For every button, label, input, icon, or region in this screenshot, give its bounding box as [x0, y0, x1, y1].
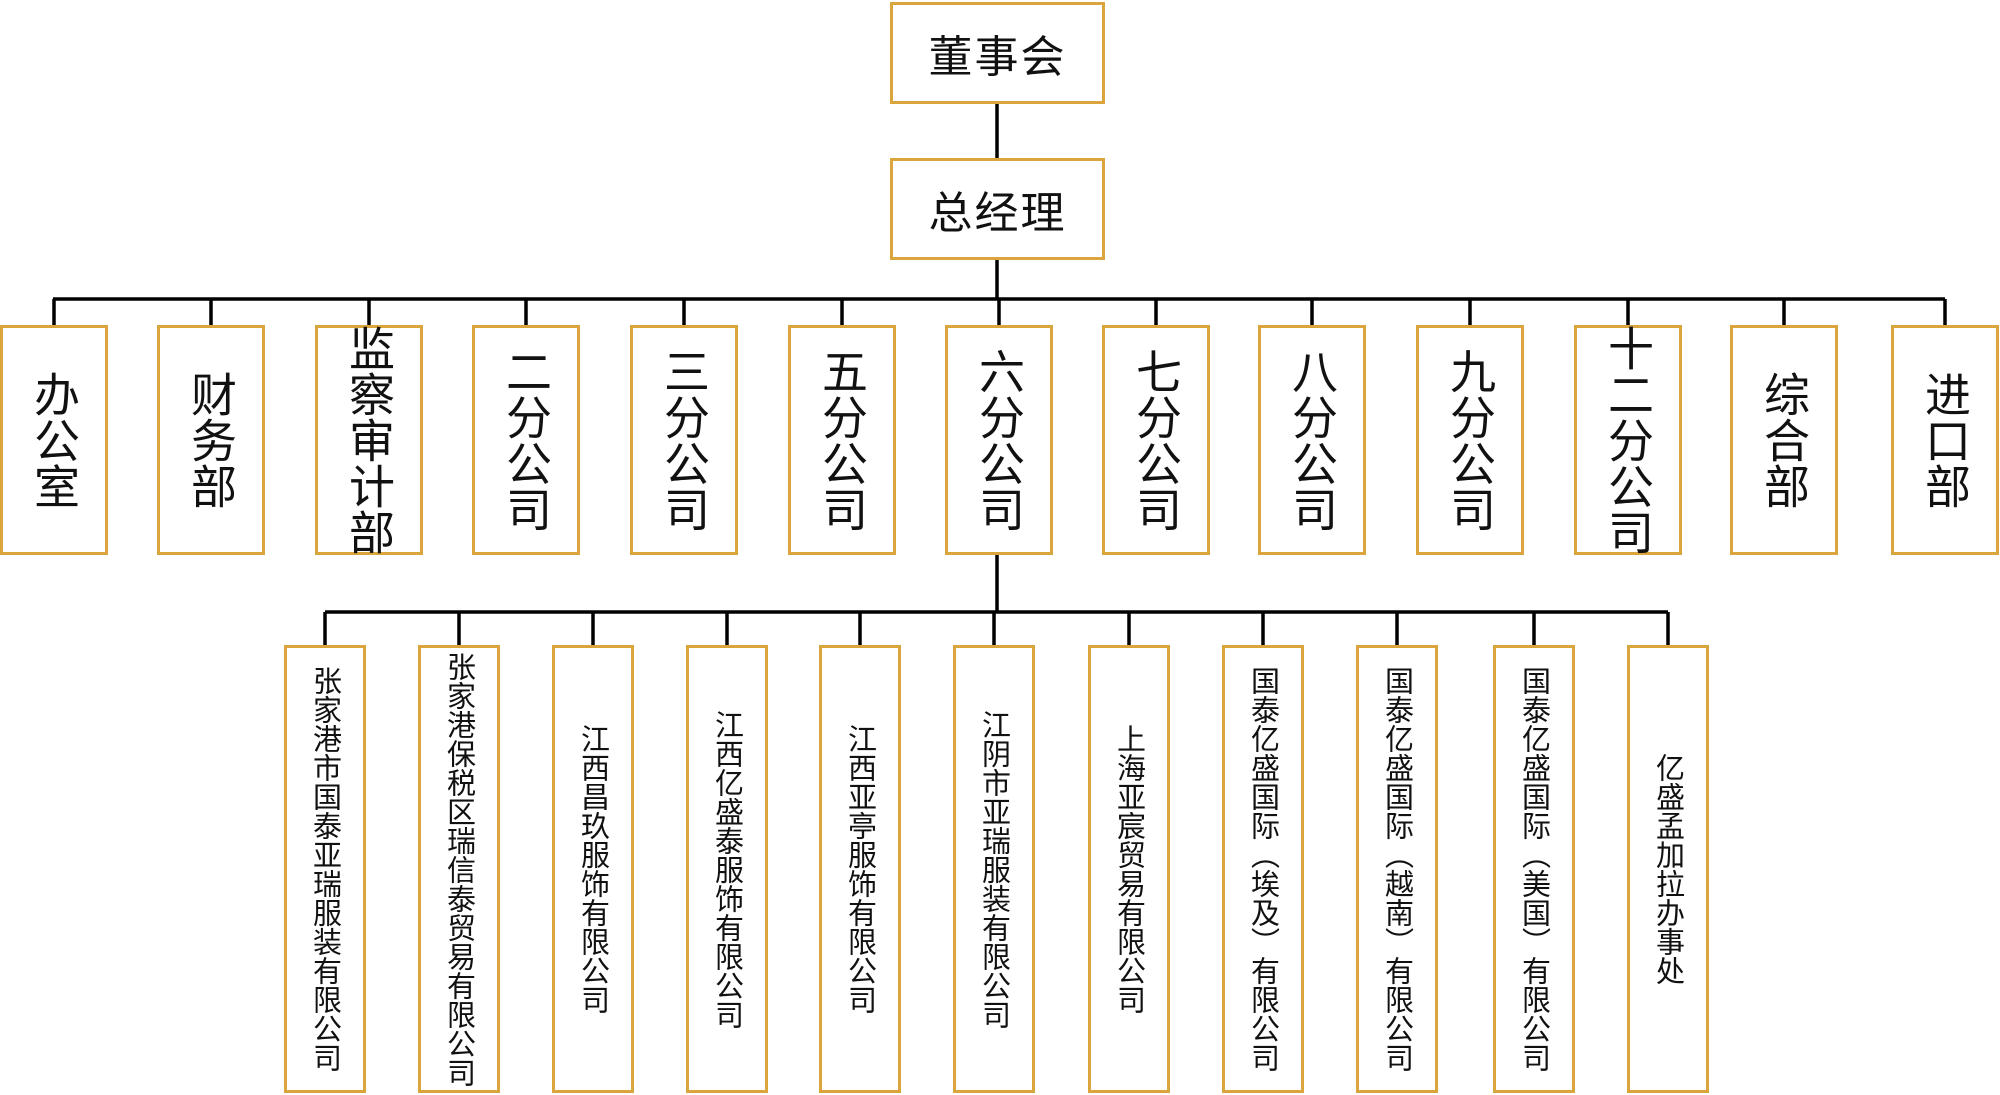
- subsidiary-label: 江西亿盛泰服饰有限公司: [710, 709, 745, 1029]
- dept-box-office: 办公室: [0, 325, 108, 555]
- subsidiary-box: 国泰亿盛国际（越南）有限公司: [1356, 645, 1438, 1093]
- subsidiary-label: 江阴市亚瑞服装有限公司: [977, 709, 1012, 1029]
- subsidiary-box: 张家港市国泰亚瑞服装有限公司: [284, 645, 366, 1093]
- dept-label: 财务部: [184, 371, 238, 509]
- dept-box-finance: 财务部: [157, 325, 265, 555]
- dept-box-branch-5: 五分公司: [788, 325, 896, 555]
- subsidiary-label: 国泰亿盛国际（越南）有限公司: [1380, 666, 1415, 1072]
- subsidiary-label: 张家港保税区瑞信泰贸易有限公司: [442, 651, 477, 1087]
- dept-label: 九分公司: [1443, 348, 1497, 532]
- subsidiary-label: 亿盛孟加拉办事处: [1651, 753, 1686, 985]
- general-manager-label: 总经理: [928, 188, 1067, 239]
- dept-box-branch-7: 七分公司: [1102, 325, 1210, 555]
- general-manager-box: 总经理: [890, 158, 1105, 260]
- dept-label: 八分公司: [1285, 348, 1339, 532]
- dept-label: 六分公司: [972, 348, 1026, 532]
- subsidiary-box: 江西昌玖服饰有限公司: [552, 645, 634, 1093]
- dept-label: 进口部: [1918, 371, 1972, 509]
- dept-label: 十二分公司: [1601, 325, 1655, 555]
- subsidiary-label: 江西昌玖服饰有限公司: [576, 724, 611, 1014]
- dept-box-general-affairs: 综合部: [1730, 325, 1838, 555]
- dept-box-import: 进口部: [1891, 325, 1999, 555]
- dept-box-branch-6: 六分公司: [945, 325, 1053, 555]
- dept-box-branch-12: 十二分公司: [1574, 325, 1682, 555]
- subsidiary-box: 江西亚亭服饰有限公司: [819, 645, 901, 1093]
- subsidiary-box: 江阴市亚瑞服装有限公司: [953, 645, 1035, 1093]
- dept-box-audit: 监察审计部: [315, 325, 423, 555]
- dept-label: 监察审计部: [342, 325, 396, 555]
- board-of-directors-box: 董事会: [890, 2, 1105, 104]
- subsidiary-label: 国泰亿盛国际（美国）有限公司: [1517, 666, 1552, 1072]
- subsidiary-label: 江西亚亭服饰有限公司: [843, 724, 878, 1014]
- subsidiary-label: 国泰亿盛国际（埃及）有限公司: [1246, 666, 1281, 1072]
- dept-box-branch-3: 三分公司: [630, 325, 738, 555]
- dept-label: 二分公司: [499, 348, 553, 532]
- subsidiary-box: 国泰亿盛国际（埃及）有限公司: [1222, 645, 1304, 1093]
- subsidiary-box: 上海亚宸贸易有限公司: [1088, 645, 1170, 1093]
- dept-box-branch-2: 二分公司: [472, 325, 580, 555]
- board-of-directors-label: 董事会: [928, 32, 1067, 83]
- subsidiary-box: 江西亿盛泰服饰有限公司: [686, 645, 768, 1093]
- dept-label: 综合部: [1757, 371, 1811, 509]
- dept-label: 三分公司: [657, 348, 711, 532]
- subsidiary-box: 国泰亿盛国际（美国）有限公司: [1493, 645, 1575, 1093]
- subsidiary-box: 亿盛孟加拉办事处: [1627, 645, 1709, 1093]
- dept-box-branch-8: 八分公司: [1258, 325, 1366, 555]
- subsidiary-box: 张家港保税区瑞信泰贸易有限公司: [418, 645, 500, 1093]
- dept-label: 办公室: [27, 371, 81, 509]
- subsidiary-label: 上海亚宸贸易有限公司: [1112, 724, 1147, 1014]
- dept-label: 七分公司: [1129, 348, 1183, 532]
- subsidiary-label: 张家港市国泰亚瑞服装有限公司: [308, 666, 343, 1072]
- dept-label: 五分公司: [815, 348, 869, 532]
- dept-box-branch-9: 九分公司: [1416, 325, 1524, 555]
